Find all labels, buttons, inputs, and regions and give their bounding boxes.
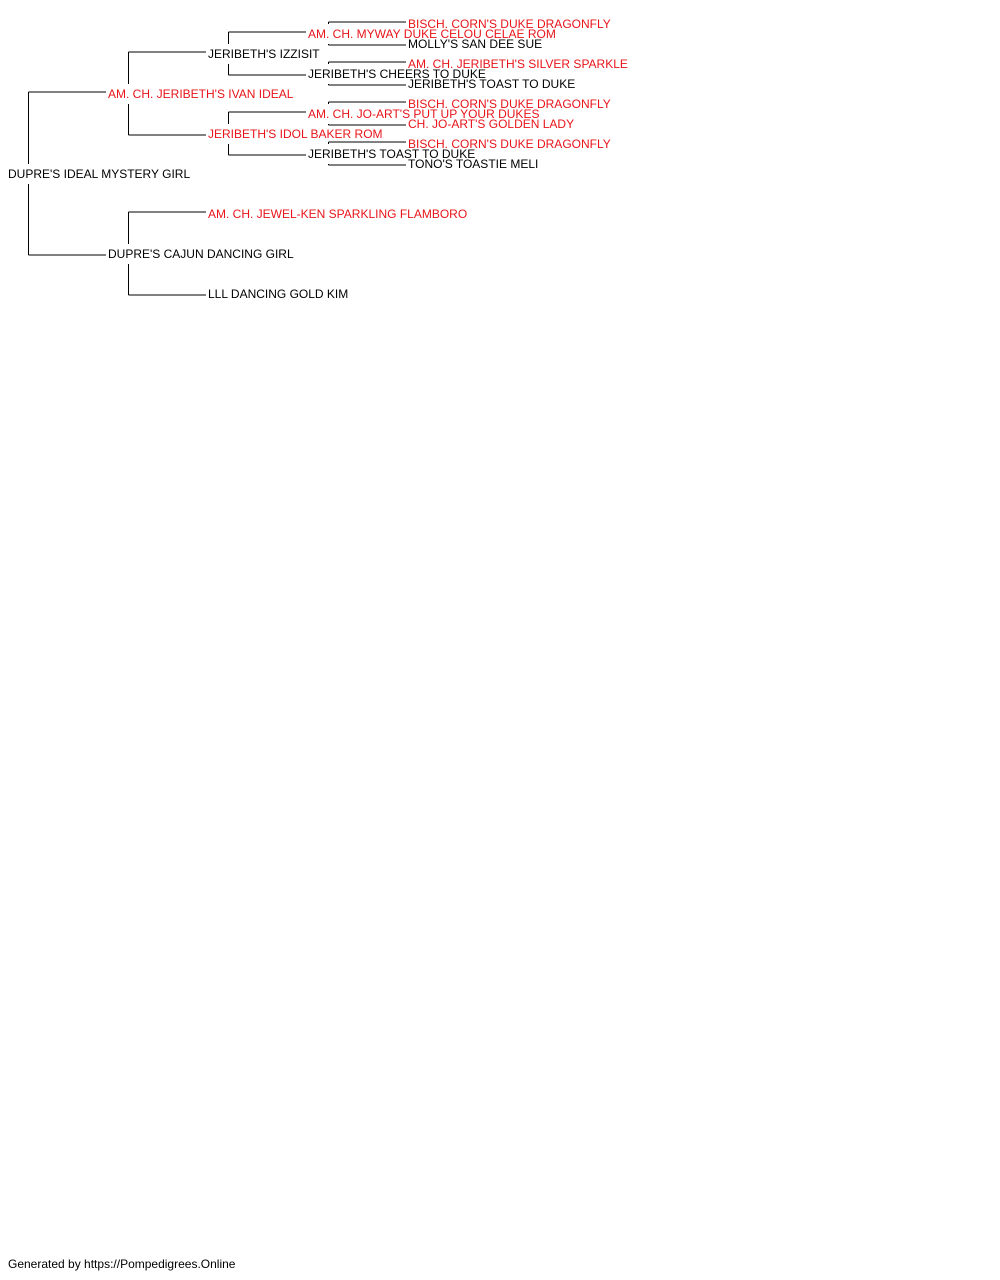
pedigree-dam-name: JERIBETH'S TOAST TO DUKE xyxy=(308,147,476,161)
pedigree-dam-name: LLL DANCING GOLD KIM xyxy=(208,287,349,301)
pedigree-sire-name: AM. CH. MYWAY DUKE CELOU CELAE ROM xyxy=(308,27,556,41)
pedigree-sire-name: BISCH. CORN'S DUKE DRAGONFLY xyxy=(408,97,611,111)
pedigree-sire-name: BISCH. CORN'S DUKE DRAGONFLY xyxy=(408,17,611,31)
pedigree-sire-name: JERIBETH'S IZZISIT xyxy=(208,47,320,61)
pedigree-sire-name: AM. CH. JERIBETH'S SILVER SPARKLE xyxy=(408,57,628,71)
pedigree-dam-name: MOLLY'S SAN DEE SUE xyxy=(408,37,543,51)
pedigree-pedigree-name: DUPRE'S IDEAL MYSTERY GIRL xyxy=(8,167,191,181)
generated-by-footer: Generated by https://Pompedigrees.Online xyxy=(8,1257,236,1271)
pedigree-sire-name: AM. CH. JERIBETH'S IVAN IDEAL xyxy=(108,87,294,101)
pedigree-sire-name: AM. CH. JEWEL-KEN SPARKLING FLAMBORO xyxy=(208,207,468,221)
pedigree-dam-name: JERIBETH'S IDOL BAKER ROM xyxy=(208,127,383,141)
pedigree-dam-name: JERIBETH'S TOAST TO DUKE xyxy=(408,77,576,91)
pedigree-dam-name: DUPRE'S CAJUN DANCING GIRL xyxy=(108,247,294,261)
pedigree-sire-name: AM. CH. JO-ART'S PUT UP YOUR DUKES xyxy=(308,107,540,121)
pedigree-dam-name: TONO'S TOASTIE MELI xyxy=(408,157,539,171)
pedigree-dam-name: CH. JO-ART'S GOLDEN LADY xyxy=(408,117,575,131)
pedigree-sire-name: BISCH. CORN'S DUKE DRAGONFLY xyxy=(408,137,611,151)
pedigree-dam-name: JERIBETH'S CHEERS TO DUKE xyxy=(308,67,486,81)
